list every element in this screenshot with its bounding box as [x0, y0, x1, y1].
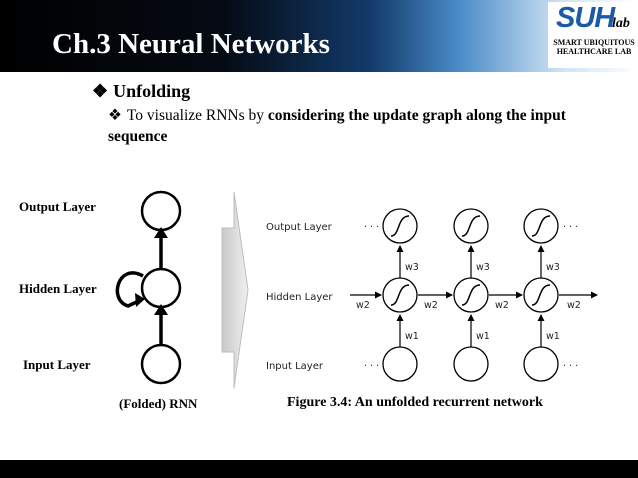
folded-recurrent-loop [115, 271, 144, 308]
unfolded-column-2: w3 w1 [453, 208, 490, 382]
diamond-bullet-icon: ❖ [92, 81, 109, 101]
bullet-visualize-bold: considering the update graph along the i… [108, 107, 566, 145]
figure-caption: Figure 3.4: An unfolded recurrent networ… [287, 395, 543, 410]
folded-input-label: Input Layer [23, 357, 91, 372]
bullet-visualize-plain: To visualize RNNs by [126, 107, 268, 124]
folded-hidden-node [140, 267, 182, 309]
w2-label-3: w2 [495, 300, 509, 311]
transform-arrow [221, 191, 249, 389]
folded-output-label: Output Layer [19, 199, 96, 214]
logo-subtitle: SMART UBIQUITOUS HEALTHCARE LAB [550, 38, 638, 56]
logo-mark: SUH [556, 2, 615, 34]
w1-label-2: w1 [476, 331, 490, 342]
folded-rnn [115, 190, 182, 385]
folded-output-node [140, 190, 182, 232]
dots-output-right: · · · [563, 222, 578, 233]
dots-output-left: · · · [364, 222, 379, 233]
dots-input-left: · · · [364, 361, 379, 372]
unfolded-rnn: Output Layer Hidden Layer Input Layer · … [266, 208, 598, 382]
unfolded-input-label: Input Layer [266, 361, 324, 372]
bullet-unfolding: ❖Unfolding [92, 81, 190, 102]
footer-bar [0, 460, 638, 478]
folded-caption: (Folded) RNN [119, 396, 198, 411]
header-bar: Ch.3 Neural Networks SUH lab SMART UBIQU… [0, 0, 638, 72]
w2-label-4: w2 [567, 300, 581, 311]
slide-title: Ch.3 Neural Networks [52, 28, 330, 60]
folded-input-node [140, 343, 182, 385]
unfolded-column-3: w3 w1 [523, 208, 560, 382]
w3-label-1: w3 [405, 262, 419, 273]
logo-lab: lab [612, 16, 630, 31]
bullet-visualize: ❖To visualize RNNs by considering the up… [108, 105, 598, 147]
logo-line-2: HEALTHCARE LAB [556, 47, 632, 56]
w3-label-3: w3 [546, 262, 560, 273]
w2-label-2: w2 [424, 300, 438, 311]
w1-label-1: w1 [405, 331, 419, 342]
w3-label-2: w3 [476, 262, 490, 273]
dots-input-right: · · · [563, 361, 578, 372]
unfolded-hidden-label: Hidden Layer [266, 292, 333, 303]
w1-label-3: w1 [546, 331, 560, 342]
logo-line-1: SMART UBIQUITOUS [553, 38, 635, 47]
folded-hidden-label: Hidden Layer [19, 281, 97, 296]
unfolded-output-label: Output Layer [266, 222, 333, 233]
w2-label-1: w2 [356, 300, 370, 311]
diamond-bullet-icon: ❖ [108, 107, 122, 124]
lab-logo: SUH lab SMART UBIQUITOUS HEALTHCARE LAB [548, 2, 638, 68]
unfolded-column-1: w3 w1 [382, 208, 419, 382]
bullet-unfolding-text: Unfolding [113, 81, 191, 101]
